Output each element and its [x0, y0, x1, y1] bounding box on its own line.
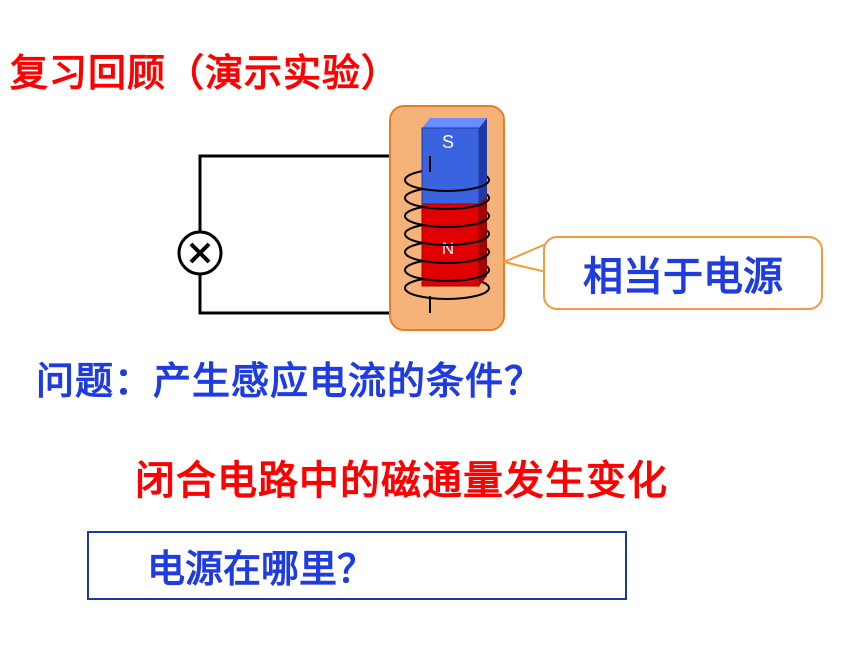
south-pole-label: S — [442, 132, 454, 152]
answer-text: 闭合电路中的磁通量发生变化 — [135, 458, 668, 504]
coil-front — [404, 156, 490, 313]
where-is-source-text: 电源在哪里？ — [147, 547, 376, 591]
callout-pointer — [500, 242, 547, 274]
power-source-callout: 相当于电源 — [543, 236, 823, 310]
circuit-wires — [198, 154, 430, 315]
north-pole-label: N — [442, 239, 454, 258]
bar-magnet: S N — [421, 118, 487, 287]
where-is-source-box: 电源在哪里？ — [87, 531, 627, 600]
slide-title: 复习回顾（演示实验） — [10, 51, 401, 95]
galvanometer-symbol — [177, 230, 223, 276]
question-text: 问题：产生感应电流的条件？ — [36, 359, 544, 403]
